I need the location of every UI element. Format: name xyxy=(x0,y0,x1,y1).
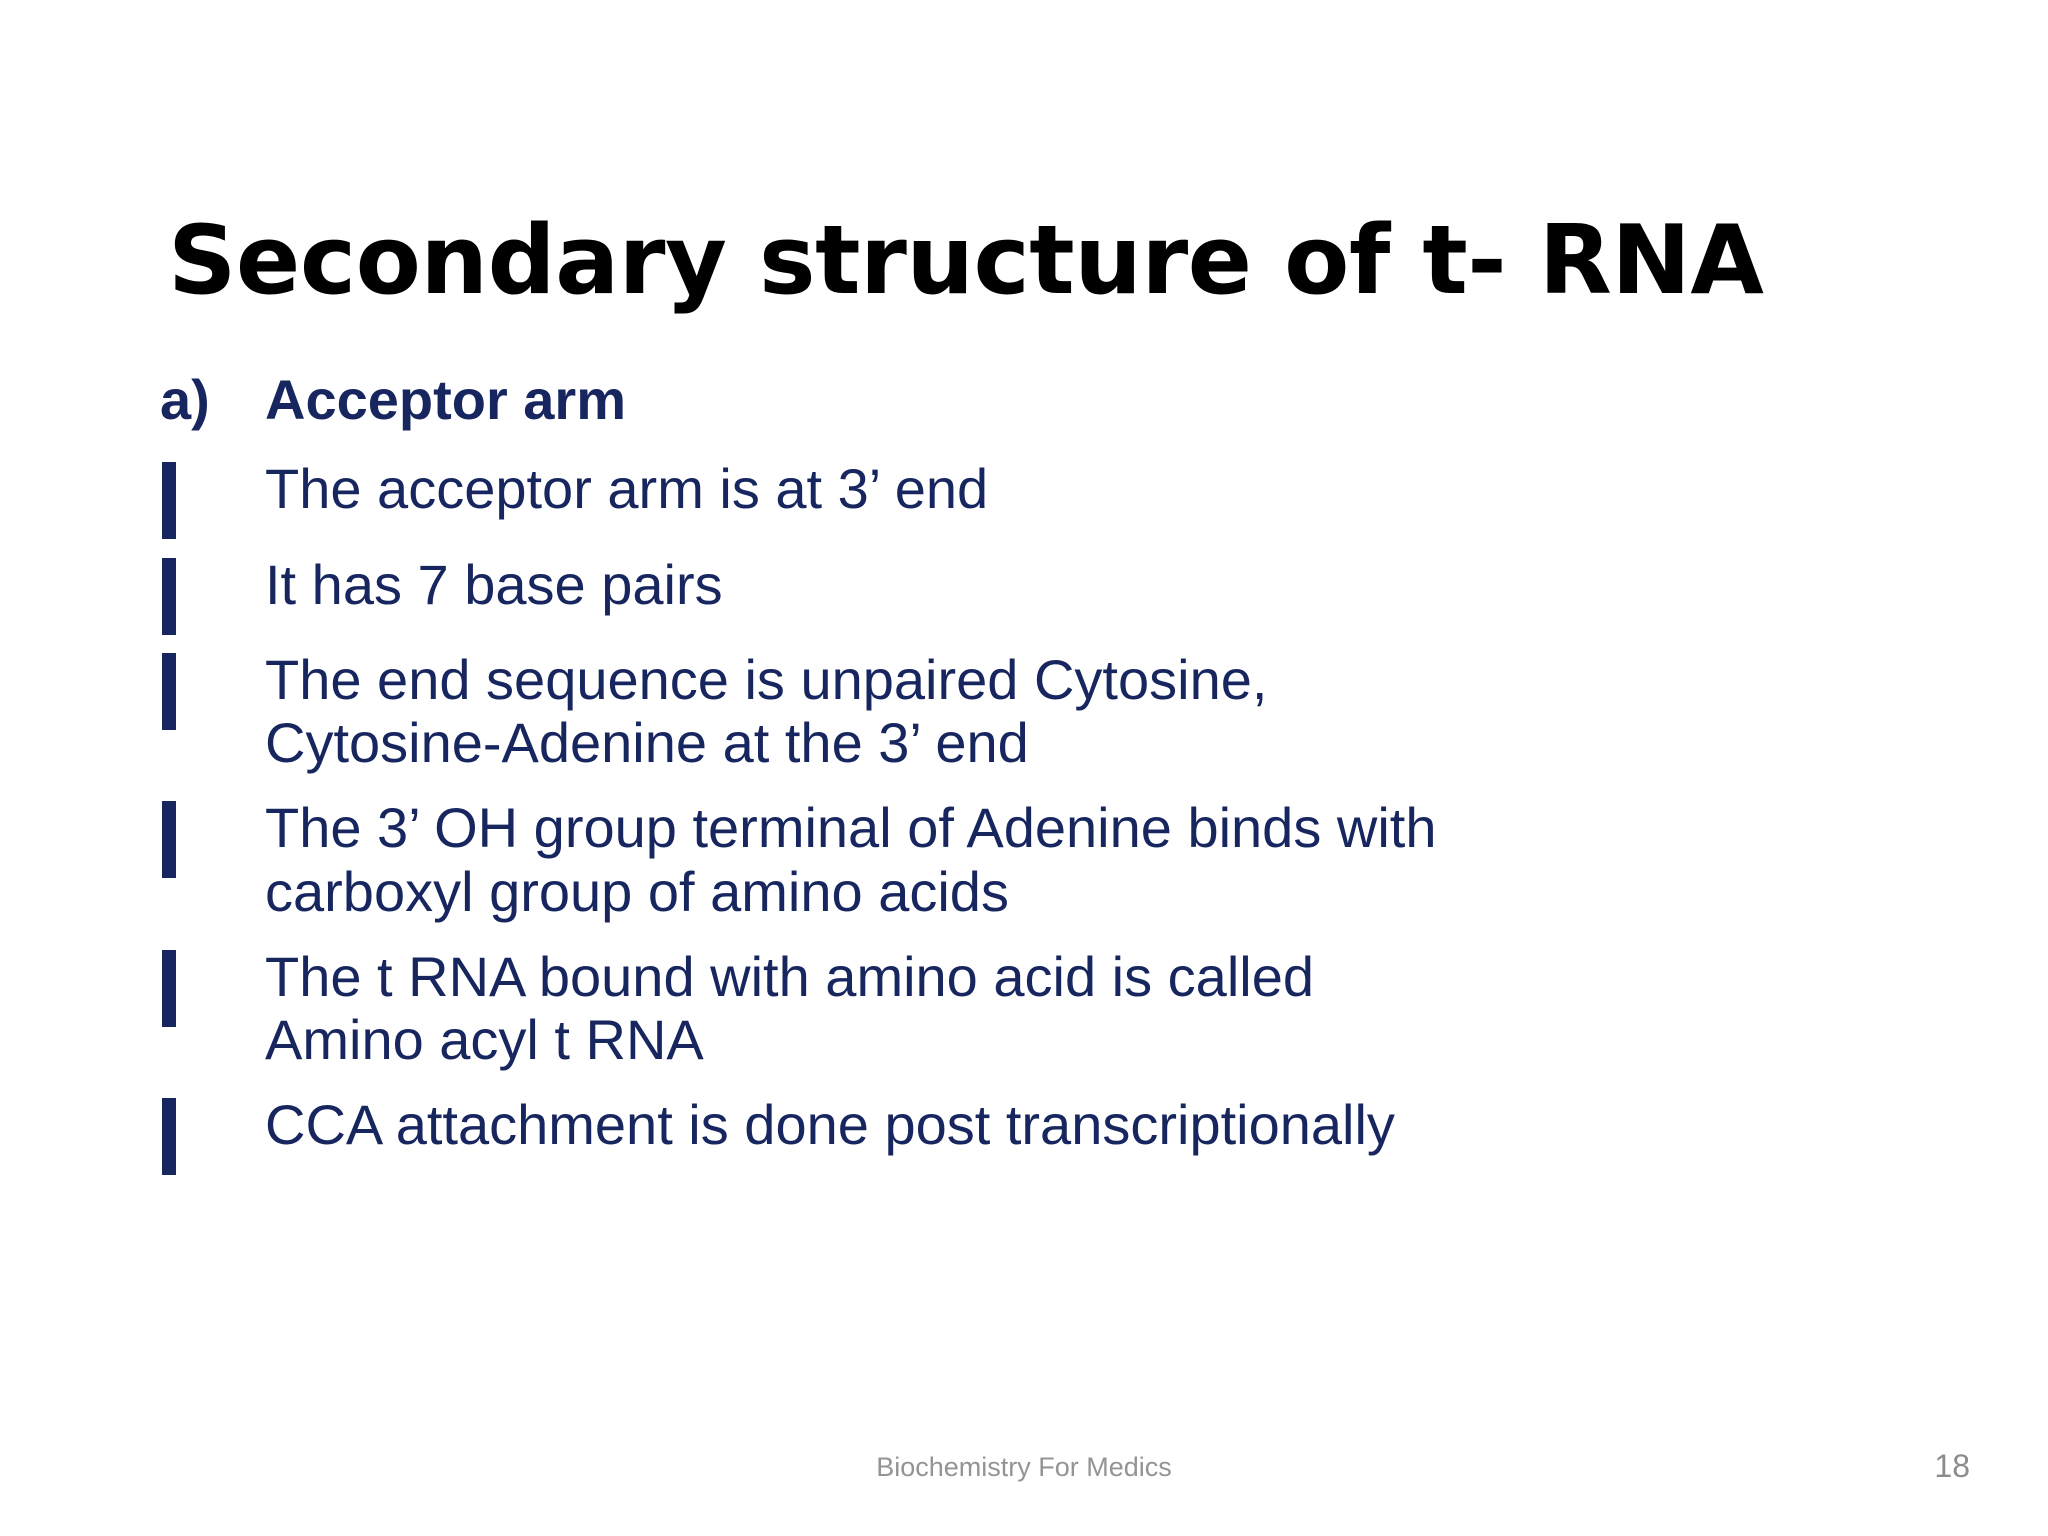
list-item-line: The t RNA bound with amino acid is calle… xyxy=(265,944,1314,1008)
list-item-line: The 3’ OH group terminal of Adenine bind… xyxy=(265,796,1437,860)
checkbox-icon-square xyxy=(162,801,176,879)
list-item-line: carboxyl group of amino acids xyxy=(265,859,1009,923)
checkbox-icon-square xyxy=(162,949,176,1027)
checkbox-icon-square xyxy=(162,652,176,730)
list-item-line: Cytosine-Adenine at the 3’ end xyxy=(265,711,1029,775)
checkbox-icon xyxy=(150,945,265,1027)
list-item-text: The end sequence is unpaired Cytosine,Cy… xyxy=(265,648,1970,775)
page-title: Secondary structure of t- RNA xyxy=(168,205,1764,316)
list-item: It has 7 base pairs xyxy=(150,553,1970,635)
checkbox-icon xyxy=(150,648,265,730)
list-item: a) Acceptor arm xyxy=(150,368,1970,431)
checkbox-icon-shape xyxy=(162,462,176,540)
list-item-line: It has 7 base pairs xyxy=(265,552,723,616)
list-item-line: Acceptor arm xyxy=(265,368,627,431)
list-marker-letter: a) xyxy=(160,368,210,431)
list-item-text: The t RNA bound with amino acid is calle… xyxy=(265,945,1970,1072)
list-item-line: CCA attachment is done post transcriptio… xyxy=(265,1093,1395,1157)
checkbox-icon-square xyxy=(162,1098,176,1176)
checkbox-icon xyxy=(150,796,265,879)
list-item-text: The 3’ OH group terminal of Adenine bind… xyxy=(265,796,1970,923)
list-item-line: The acceptor arm is at 3’ end xyxy=(265,457,989,521)
checkbox-icon xyxy=(150,1093,265,1176)
checkbox-icon xyxy=(150,457,265,540)
list-item-text: Acceptor arm xyxy=(265,368,1970,431)
list-item: The t RNA bound with amino acid is calle… xyxy=(150,945,1970,1072)
list-item-line: Amino acyl t RNA xyxy=(265,1008,704,1072)
checkbox-icon-shape xyxy=(162,801,176,879)
list-item-text: CCA attachment is done post transcriptio… xyxy=(265,1093,1970,1156)
checkbox-icon-shape xyxy=(162,949,176,1027)
checkbox-icon-square xyxy=(162,462,176,540)
list-item: CCA attachment is done post transcriptio… xyxy=(150,1093,1970,1176)
list-item-line: The end sequence is unpaired Cytosine, xyxy=(265,647,1268,711)
checkbox-icon-shape xyxy=(162,1098,176,1176)
list-item-text: It has 7 base pairs xyxy=(265,553,1970,616)
footer-note: Biochemistry For Medics xyxy=(876,1452,1172,1482)
list-item: The end sequence is unpaired Cytosine,Cy… xyxy=(150,648,1970,775)
checkbox-icon-square xyxy=(162,557,176,635)
page-number: 18 xyxy=(1934,1448,1970,1484)
list-item-text: The acceptor arm is at 3’ end xyxy=(265,457,1970,520)
checkbox-icon-shape xyxy=(162,557,176,635)
checkbox-icon xyxy=(150,553,265,635)
checkbox-icon-shape xyxy=(162,652,176,730)
list-item: The 3’ OH group terminal of Adenine bind… xyxy=(150,796,1970,923)
list-item: The acceptor arm is at 3’ end xyxy=(150,457,1970,540)
